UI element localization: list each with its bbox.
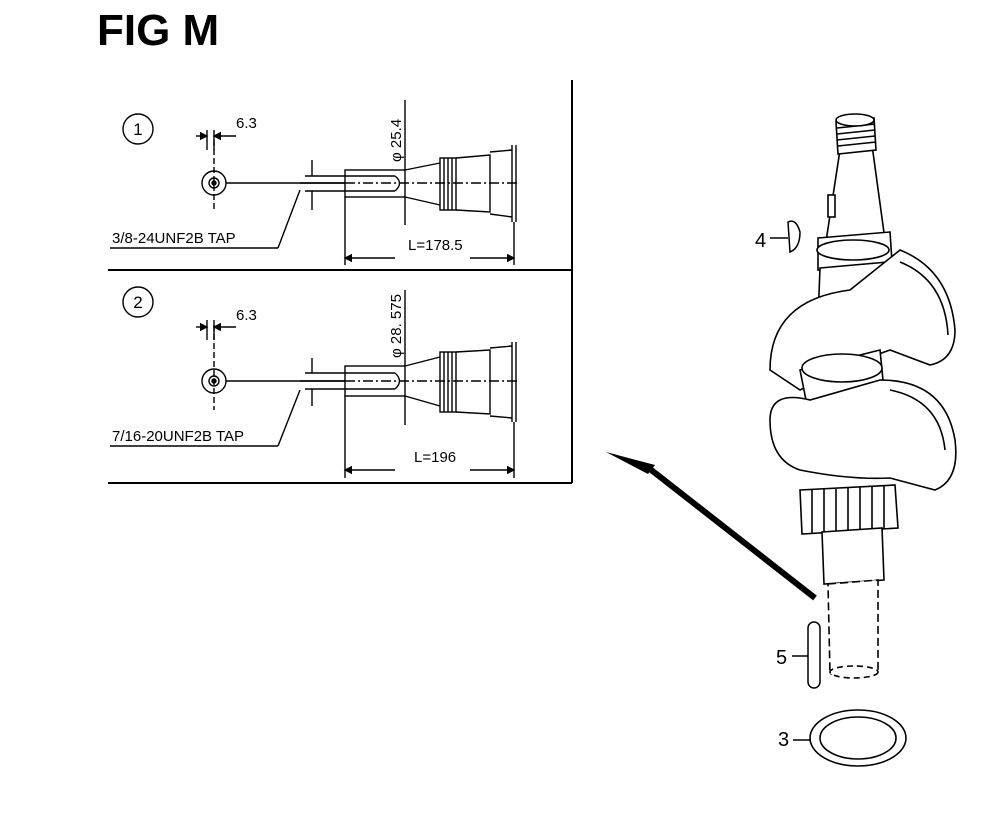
variant-1-detail bbox=[110, 100, 520, 265]
variant-2-number-circle bbox=[122, 286, 154, 318]
variant-2-diameter: φ 28. 575 bbox=[388, 294, 405, 358]
figure-title: FIG M bbox=[97, 6, 220, 55]
variant-1-offset: 6.3 bbox=[236, 115, 257, 132]
variant-2-tap: 7/16-20UNF2B TAP bbox=[112, 428, 244, 445]
callout-5: 5 bbox=[776, 647, 787, 669]
variant-1-length: L=178.5 bbox=[408, 237, 463, 254]
variant-2-number: 2 bbox=[133, 293, 142, 312]
pin-part-5-icon bbox=[792, 621, 821, 689]
callout-4: 4 bbox=[755, 230, 766, 252]
variant-1-number-circle bbox=[122, 113, 154, 145]
pointer-arrow bbox=[606, 452, 817, 601]
variant-1-tap: 3/8-24UNF2B TAP bbox=[112, 230, 236, 247]
variant-2-length: L=196 bbox=[414, 449, 456, 466]
variant-1-diameter: φ 25.4 bbox=[388, 119, 405, 162]
callout-3: 3 bbox=[778, 729, 789, 751]
variant-1-number: 1 bbox=[133, 120, 142, 139]
key-part-4-icon bbox=[770, 220, 801, 254]
variant-2-offset: 6.3 bbox=[236, 307, 257, 324]
crankshaft-icon bbox=[769, 113, 957, 679]
ring-part-3-icon bbox=[793, 709, 907, 767]
variant-2-detail bbox=[110, 286, 520, 478]
inset-frame bbox=[108, 80, 573, 484]
